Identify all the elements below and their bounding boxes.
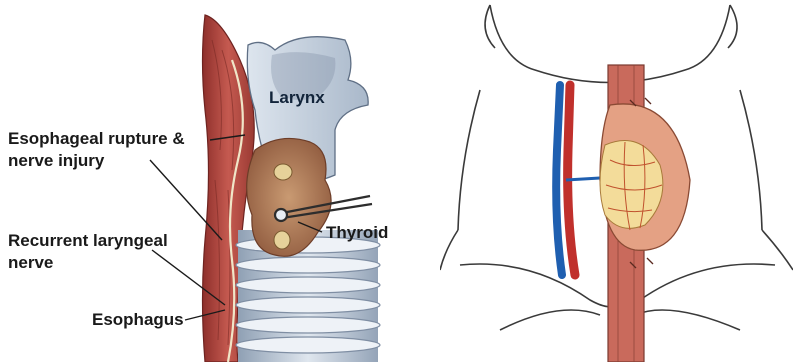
label-recurrent-nerve-2: nerve bbox=[8, 253, 53, 272]
label-esophageal-rupture-2: nerve injury bbox=[8, 151, 105, 170]
larynx-anatomy-drawing: Larynx Esophageal rupture & nerve injury… bbox=[0, 0, 440, 362]
neck-diagram bbox=[440, 0, 793, 362]
neck-outline-icon bbox=[440, 0, 793, 362]
trachea bbox=[236, 230, 380, 362]
label-esophagus: Esophagus bbox=[92, 310, 184, 329]
label-thyroid: Thyroid bbox=[326, 223, 388, 242]
jugular-vein bbox=[556, 85, 562, 275]
label-recurrent-nerve-1: Recurrent laryngeal bbox=[8, 231, 168, 250]
label-esophageal-rupture-1: Esophageal rupture & bbox=[8, 129, 185, 148]
larynx-anatomy-illustration: Larynx Esophageal rupture & nerve injury… bbox=[0, 0, 440, 362]
label-larynx: Larynx bbox=[269, 88, 325, 107]
